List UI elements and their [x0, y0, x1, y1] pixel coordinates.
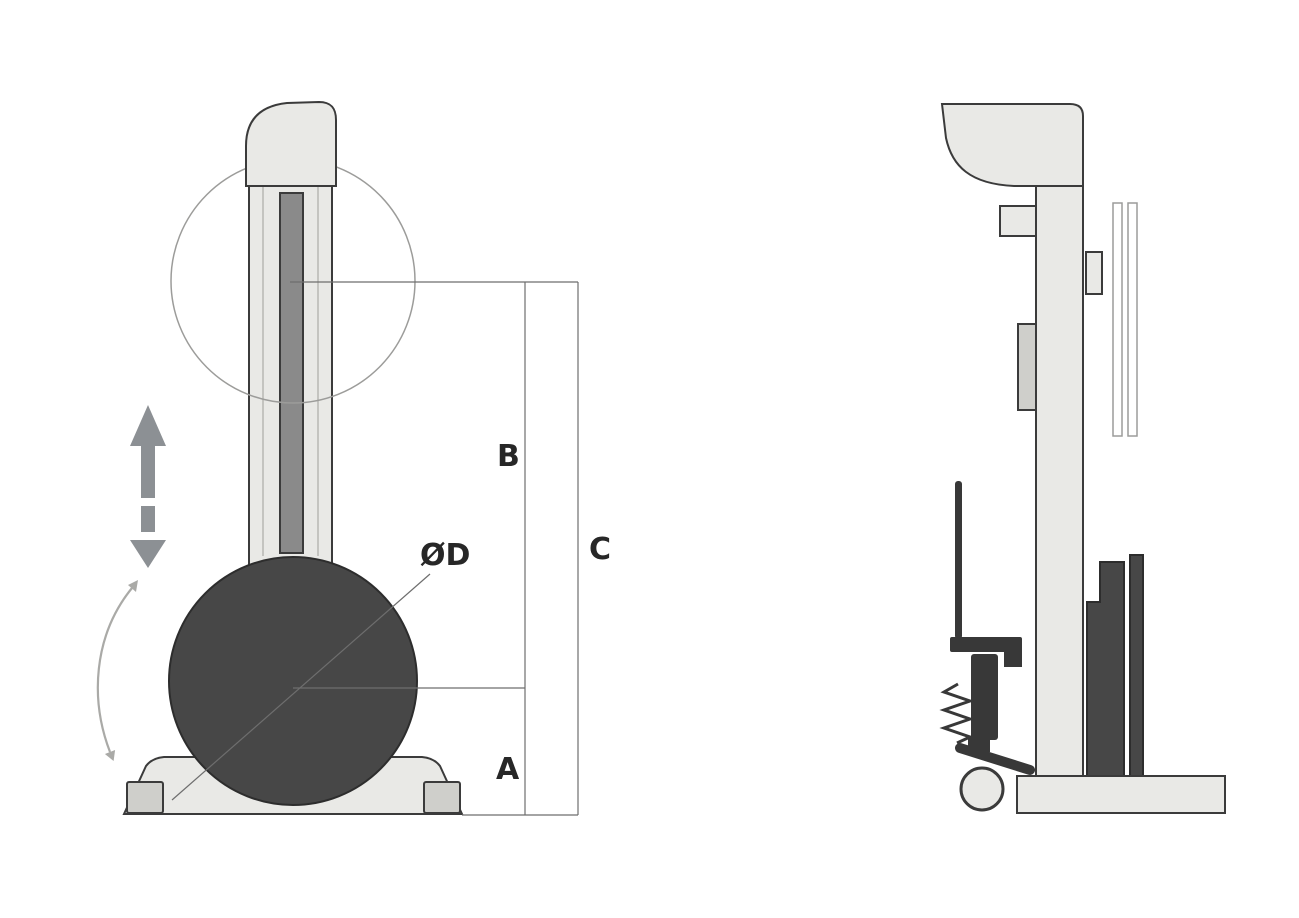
- rotation-arrow: [96, 580, 138, 761]
- side-mast-column: [1035, 183, 1084, 779]
- side-mid-plate: [1017, 323, 1037, 411]
- label-dim-b: B: [497, 439, 520, 474]
- side-upper-bracket: [999, 205, 1037, 237]
- label-dim-diameter: ØD: [420, 538, 470, 573]
- foot-pedal: [955, 743, 1035, 775]
- support-plate-thin: [1129, 554, 1144, 781]
- rotation-arc: [96, 587, 133, 753]
- roller-wheel: [168, 556, 418, 806]
- pump-cylinder: [971, 654, 998, 740]
- rotation-arrowhead-top: [128, 580, 138, 592]
- pump-handle-assembly: [939, 481, 1035, 812]
- base-foot-left: [126, 781, 164, 814]
- arrow-dash: [141, 506, 155, 532]
- rim-plate-outer: [1127, 202, 1138, 437]
- side-base-slab: [1016, 775, 1226, 814]
- mast-cap: [245, 100, 337, 187]
- front-view: [96, 100, 464, 815]
- down-arrowhead: [130, 540, 166, 568]
- mast-rail: [279, 192, 304, 554]
- base-foot-right: [423, 781, 461, 814]
- label-dim-c: C: [589, 532, 611, 567]
- wheel-rim-outline: [1085, 202, 1138, 437]
- rim-bracket: [1085, 251, 1103, 295]
- dimension-annotations: B C A ØD: [171, 281, 611, 816]
- up-arrow: [130, 405, 166, 498]
- handle-rod: [955, 481, 962, 639]
- rim-plate-inner: [1112, 202, 1123, 437]
- side-mast-head: [940, 103, 1084, 187]
- handle-arm: [950, 637, 1022, 652]
- vertical-motion-arrow: [130, 405, 166, 568]
- support-plate-stepped: [1086, 561, 1125, 781]
- arm-drop: [1004, 650, 1022, 667]
- caster-wheel: [959, 766, 1005, 812]
- dim-line-diameter: [171, 573, 431, 801]
- side-view: [939, 103, 1226, 814]
- pump-spring: [939, 682, 975, 745]
- label-dim-a: A: [496, 752, 520, 787]
- rotation-arrowhead-bottom: [104, 750, 116, 761]
